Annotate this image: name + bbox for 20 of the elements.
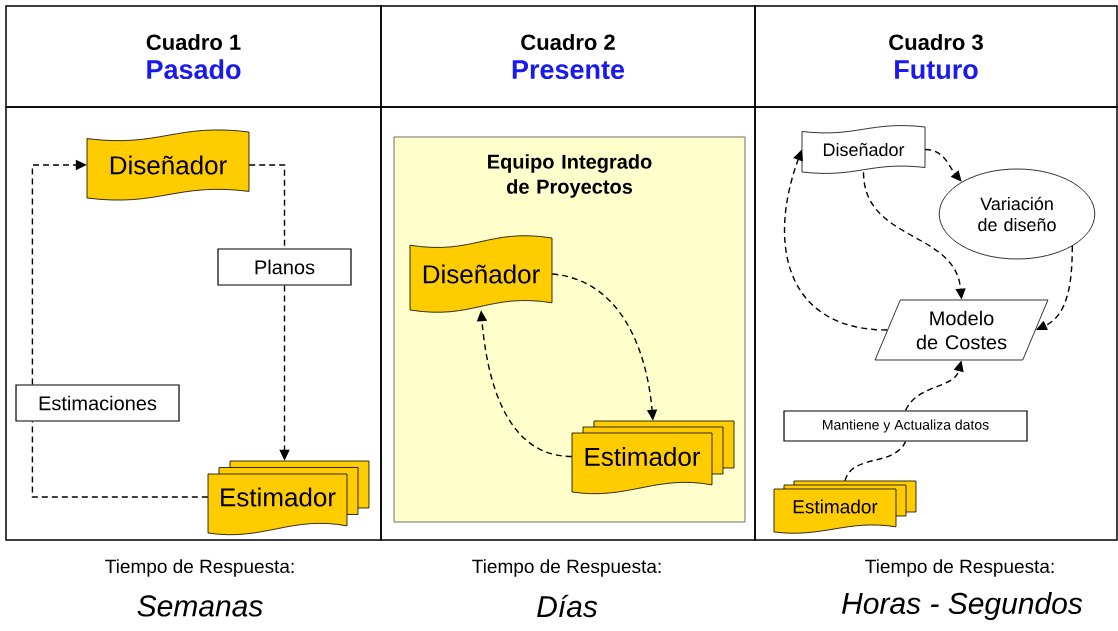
panel (754, 106, 1118, 541)
header-cell: Cuadro 1 Pasado (5, 5, 382, 108)
response-time: Semanas (137, 595, 263, 617)
document-stack: Estimador (773, 480, 917, 534)
document-stack: Estimador (571, 420, 735, 495)
document-stack: Estimador (207, 460, 370, 536)
arrow (924, 148, 962, 182)
response-time: Horas - Segundos (842, 592, 1083, 620)
text-box: Planos (217, 248, 352, 286)
response-time: Días (537, 594, 598, 618)
header-cell: Cuadro 3 Futuro (754, 5, 1118, 108)
text-box: Mantiene y Actualiza datos (783, 410, 1028, 442)
caption: Tiempo de Respuesta: (105, 559, 294, 577)
parallelogram: Modelo de Costes (874, 299, 1049, 361)
panel (380, 106, 756, 541)
text-box: Estimaciones (15, 384, 180, 422)
header-cell: Cuadro 2 Presente (380, 5, 756, 108)
caption: Tiempo de Respuesta: (865, 559, 1054, 577)
panel (5, 106, 382, 541)
caption: Tiempo de Respuesta: (472, 559, 661, 577)
